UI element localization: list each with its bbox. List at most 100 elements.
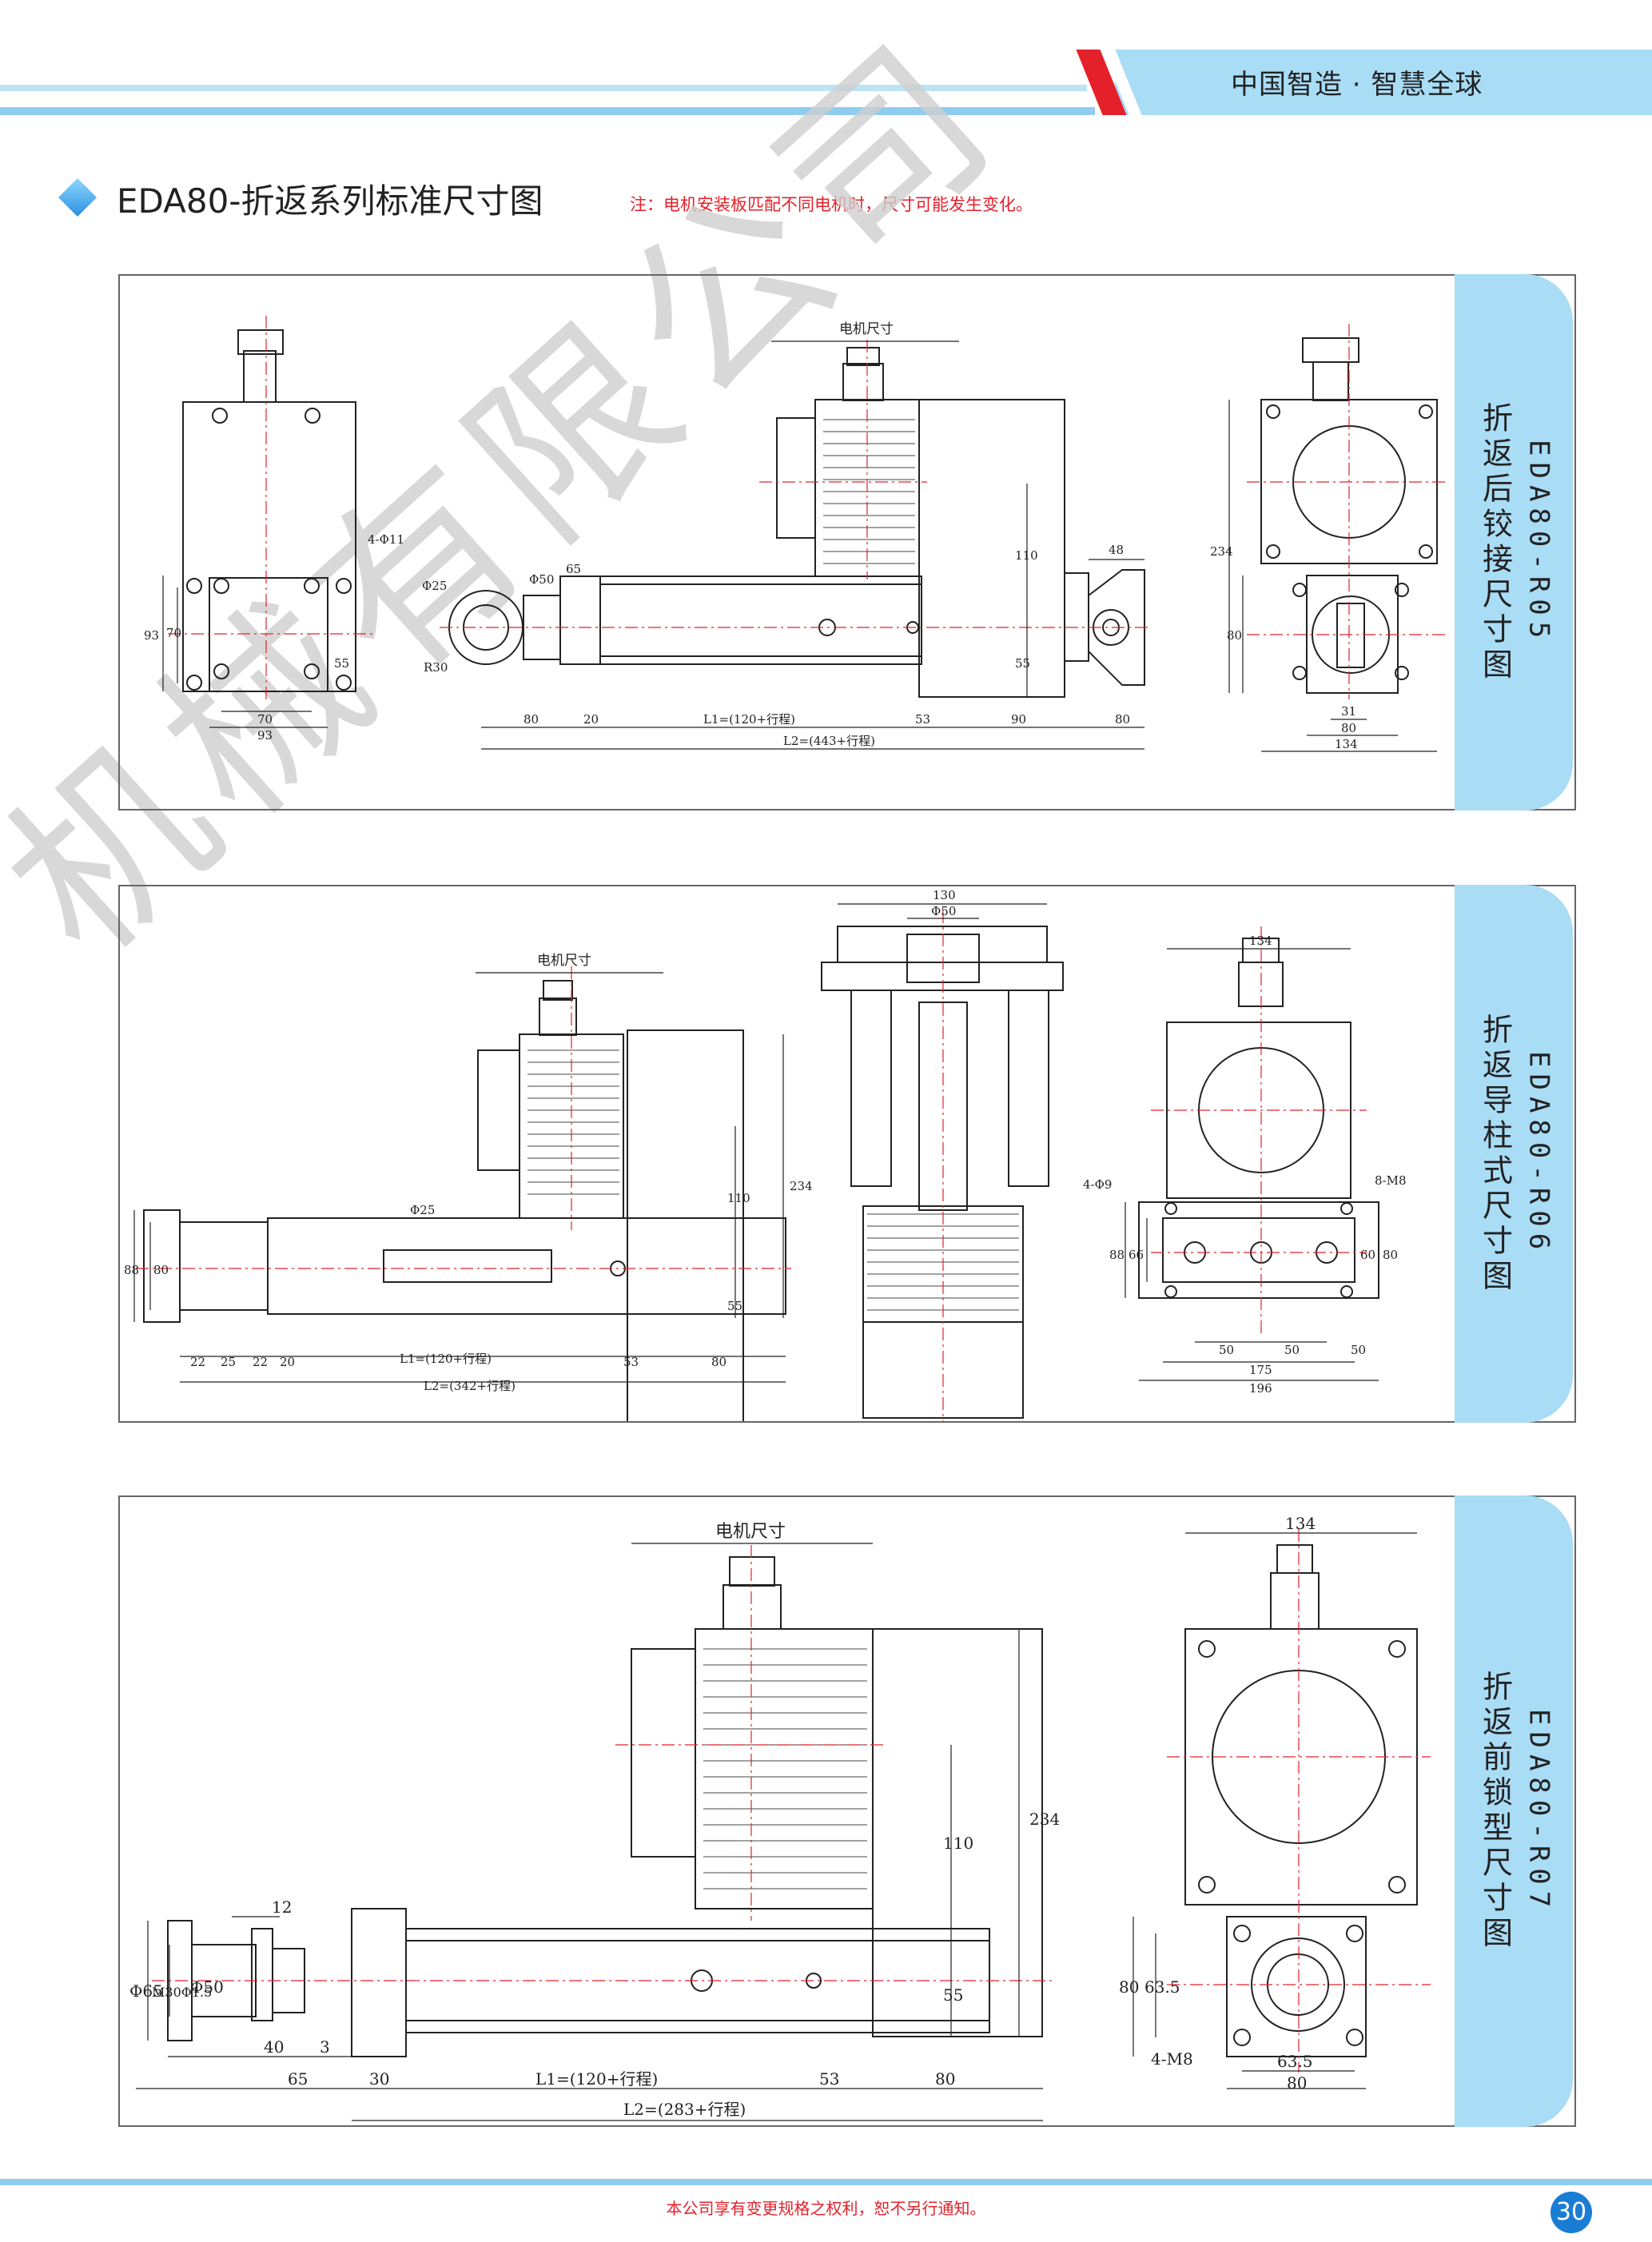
r05-dim: 80 <box>1227 628 1242 643</box>
panel-r05: 电机尺寸 4-Φ11 Φ25 R30 Φ50 65 93 70 55 70 93… <box>118 274 1576 810</box>
r07-dim: 80 <box>1287 2073 1307 2093</box>
panel-r07: 电机尺寸 12 Φ65 Φ50 M30Φ1.5 40 3 65 30 L1=(1… <box>118 1495 1576 2127</box>
r06-dim: 66 <box>1129 1248 1144 1262</box>
r06-dim: 55 <box>727 1299 742 1313</box>
r06-dim: 50 <box>1219 1343 1234 1357</box>
r07-dim: M30Φ1.5 <box>152 1985 212 2000</box>
r05-dim: 70 <box>257 712 273 727</box>
r07-dim: 40 <box>264 2037 284 2057</box>
r05-dim: Φ50 <box>529 572 554 587</box>
r05-dim: 65 <box>566 562 581 576</box>
r06-dim: 80 <box>153 1263 169 1277</box>
r06-dim: Φ50 <box>931 904 956 918</box>
page-title: EDA80-折返系列标准尺寸图 <box>117 181 543 221</box>
r05-dim: 55 <box>334 656 349 671</box>
tab-r07-title: 折返前锁型尺寸图 <box>1477 1671 1511 1952</box>
header-line-top <box>0 85 1087 91</box>
r05-dim: 20 <box>583 712 599 727</box>
r05-motor-label: 电机尺寸 <box>839 321 894 336</box>
r05-dim: L2=(443+行程) <box>783 734 875 748</box>
r07-dim: 53 <box>819 2069 839 2089</box>
r06-dim: 110 <box>727 1191 750 1205</box>
r06-dim: 22 <box>190 1355 205 1369</box>
header-band <box>1115 50 1652 115</box>
panel-r06: 电机尺寸 Φ25 88 80 22 25 22 20 L1=(120+行程) 5… <box>118 885 1576 1423</box>
r07-dim: Φ65 <box>129 1981 163 2001</box>
drawing-r07: 电机尺寸 12 Φ65 Φ50 M30Φ1.5 40 3 65 30 L1=(1… <box>129 1514 1431 2121</box>
r07-dim: 12 <box>272 1898 292 1917</box>
r07-dim: L2=(283+行程) <box>623 2100 746 2119</box>
r05-dim: R30 <box>424 660 448 675</box>
r06-dim: 53 <box>623 1355 639 1369</box>
r06-dim: 130 <box>933 888 956 902</box>
header-line-bottom <box>0 107 1095 115</box>
r07-dim: 134 <box>1285 1514 1316 1533</box>
r05-dim: 70 <box>166 626 181 640</box>
r07-dim: 3 <box>320 2037 330 2057</box>
r05-dim: 93 <box>257 728 273 743</box>
footer-line <box>0 2179 1652 2185</box>
r06-dim: 4-Φ9 <box>1083 1177 1112 1192</box>
page-note: 注：电机安装板匹配不同电机时，尺寸可能发生变化。 <box>630 195 1033 214</box>
r05-dim: 55 <box>1015 656 1030 671</box>
r07-dim: 63.5 <box>1144 1977 1180 1997</box>
r06-dim: 80 <box>1383 1248 1398 1262</box>
r06-dim: 196 <box>1249 1381 1272 1396</box>
r05-dim: 234 <box>1210 544 1233 559</box>
r06-dim: 60 <box>1360 1248 1375 1262</box>
r06-dim: 20 <box>280 1355 295 1369</box>
r06-dim: Φ25 <box>410 1203 435 1217</box>
r05-dim: 53 <box>915 712 930 727</box>
tab-r05-title: 折返后铰接尺寸图 <box>1477 401 1511 683</box>
r06-motor-label: 电机尺寸 <box>537 953 591 968</box>
r05-dim: 31 <box>1341 704 1356 719</box>
footer-notice: 本公司享有变更规格之权利，恕不另行通知。 <box>666 2199 986 2218</box>
title-diamond-icon <box>58 177 98 217</box>
r06-dim: 25 <box>221 1355 236 1369</box>
r07-dim: 80 <box>935 2069 955 2089</box>
r06-dim: 234 <box>790 1179 813 1193</box>
r06-dim: 175 <box>1249 1363 1272 1377</box>
drawing-r05: 电机尺寸 4-Φ11 Φ25 R30 Φ50 65 93 70 55 70 93… <box>144 316 1447 752</box>
r06-dim: 80 <box>711 1355 726 1369</box>
tab-r05: 折返后铰接尺寸图 EDA80-R05 <box>1455 274 1573 810</box>
r05-dim: 134 <box>1335 737 1358 751</box>
r05-dim: Φ25 <box>422 579 447 593</box>
r05-dim: 80 <box>1115 712 1130 727</box>
tab-r05-code: EDA80-R05 <box>1523 440 1555 645</box>
r06-dim: 134 <box>1249 934 1272 948</box>
tab-r07-code: EDA80-R07 <box>1523 1708 1555 1914</box>
tab-r06-code: EDA80-R06 <box>1523 1051 1555 1256</box>
r07-dim: L1=(120+行程) <box>535 2069 658 2089</box>
r05-dim: 90 <box>1011 712 1026 727</box>
r06-dim: L2=(342+行程) <box>424 1379 516 1393</box>
page-number: 30 <box>1550 2192 1592 2233</box>
r07-dim: 30 <box>369 2069 389 2089</box>
r07-dim: 234 <box>1029 1810 1060 1829</box>
drawing-r06: 电机尺寸 Φ25 88 80 22 25 22 20 L1=(120+行程) 5… <box>124 888 1407 1421</box>
r06-dim: 50 <box>1351 1343 1366 1357</box>
r07-dim: 80 <box>1119 1977 1139 1997</box>
tab-r06-title: 折返导柱式尺寸图 <box>1477 1013 1511 1295</box>
r06-dim: 88 <box>124 1263 139 1277</box>
r05-dim: 80 <box>1341 721 1356 735</box>
r05-dim: 110 <box>1015 548 1038 563</box>
r07-dim: Φ50 <box>190 1977 224 1997</box>
r06-dim: L1=(120+行程) <box>400 1352 492 1366</box>
r05-dim: 93 <box>144 628 159 643</box>
r07-dim: 110 <box>943 1834 973 1853</box>
r05-dim: L1=(120+行程) <box>703 712 795 727</box>
tab-r06: 折返导柱式尺寸图 EDA80-R06 <box>1455 885 1573 1423</box>
r07-motor-label: 电机尺寸 <box>715 1521 786 1541</box>
r05-dim: 48 <box>1109 543 1124 557</box>
header-slogan: 中国智造 · 智慧全球 <box>1231 69 1483 101</box>
r06-dim: 8-M8 <box>1375 1173 1407 1188</box>
r05-dim: 4-Φ11 <box>368 532 404 547</box>
r06-dim: 22 <box>253 1355 268 1369</box>
r07-dim: 63.5 <box>1277 2052 1313 2071</box>
tab-r07: 折返前锁型尺寸图 EDA80-R07 <box>1455 1495 1573 2127</box>
r07-dim: 55 <box>943 1985 963 2005</box>
r07-dim: 65 <box>288 2069 308 2089</box>
r05-dim: 80 <box>523 712 539 727</box>
r06-dim: 88 <box>1109 1248 1125 1262</box>
